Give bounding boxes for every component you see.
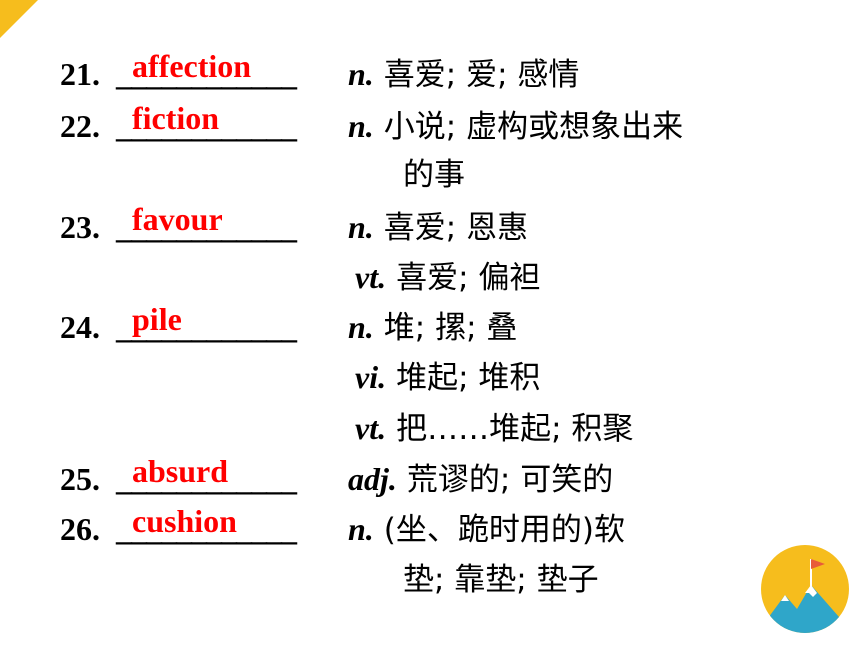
answer-blank: ____________favour: [116, 201, 348, 251]
answer-text: cushion: [132, 503, 237, 539]
meaning: 小说; 虚构或想象出来: [383, 109, 684, 145]
tertiary-meaning: vt. 把……堆起; 积聚: [355, 404, 633, 452]
meaning: 喜爱; 恩惠: [383, 210, 529, 246]
meaning-continuation: 的事: [403, 157, 465, 193]
meaning: (坐、跪时用的)软: [383, 512, 625, 548]
mountain-flag-icon: [761, 545, 849, 633]
answer-text: fiction: [132, 100, 220, 136]
meaning: 喜爱; 爱; 感情: [383, 57, 580, 93]
meaning: 把……堆起; 积聚: [396, 411, 634, 447]
answer-text: affection: [132, 48, 252, 84]
answer-blank: ____________cushion: [116, 503, 348, 553]
answer-text: favour: [132, 201, 223, 237]
meaning: 堆起; 堆积: [396, 360, 541, 396]
meaning: 堆; 摞; 叠: [383, 310, 518, 346]
meaning: 喜爱; 偏袒: [396, 260, 541, 296]
item-number: 21.: [60, 56, 100, 92]
secondary-meaning: vi. 堆起; 堆积: [355, 353, 540, 401]
meaning: 荒谬的; 可笑的: [406, 462, 614, 498]
part-of-speech: adj.: [348, 461, 397, 497]
item-number: 24.: [60, 309, 100, 345]
part-of-speech: vt.: [355, 410, 387, 446]
item-number: 23.: [60, 209, 100, 245]
secondary-meaning: vt. 喜爱; 偏袒: [355, 253, 540, 301]
item-number: 22.: [60, 108, 100, 144]
part-of-speech: n.: [348, 511, 374, 547]
item-number: 25.: [60, 461, 100, 497]
item-number: 26.: [60, 511, 100, 547]
answer-blank: ____________affection: [116, 48, 348, 98]
part-of-speech: vt.: [355, 259, 387, 295]
part-of-speech: vi.: [355, 359, 387, 395]
meaning-continuation: 垫; 靠垫; 垫子: [403, 562, 599, 598]
answer-text: absurd: [132, 453, 229, 489]
answer-blank: ____________fiction: [116, 100, 348, 150]
answer-text: pile: [132, 301, 182, 337]
part-of-speech: n.: [348, 309, 374, 345]
answer-blank: ____________absurd: [116, 453, 348, 503]
part-of-speech: n.: [348, 56, 374, 92]
part-of-speech: n.: [348, 108, 374, 144]
part-of-speech: n.: [348, 209, 374, 245]
corner-decoration: [0, 0, 38, 38]
answer-blank: ____________pile: [116, 301, 348, 351]
